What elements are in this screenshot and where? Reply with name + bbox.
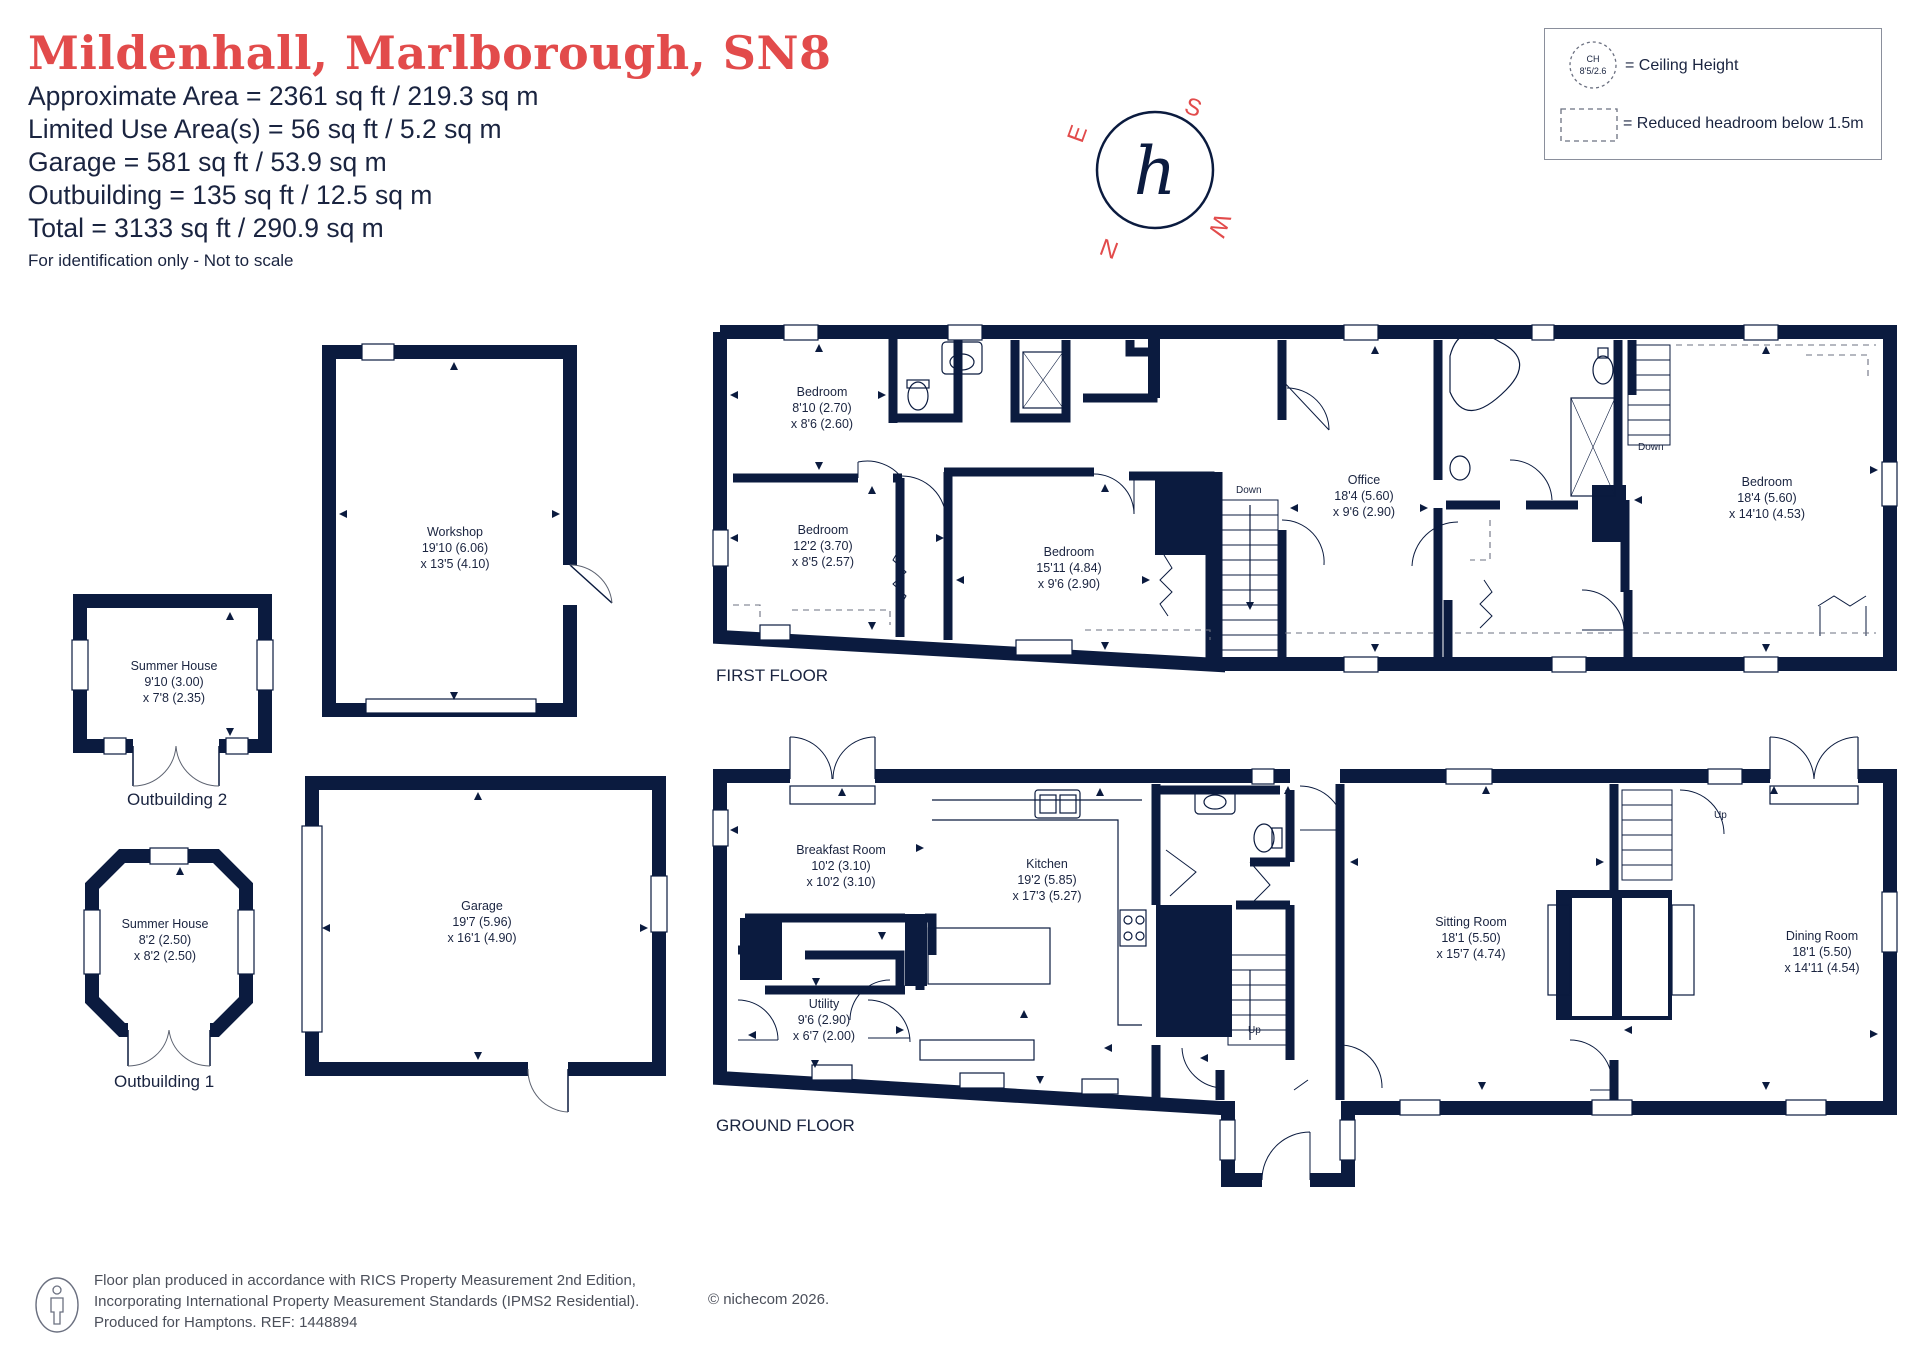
legend-symbols: CH 8'5/2.6 [1560, 41, 1618, 142]
room-dim: x 9'6 (2.90) [1037, 577, 1101, 591]
room-dim: 19'7 (5.96) [452, 915, 512, 929]
ceiling-badge-bottom: 8'5/2.6 [1580, 66, 1607, 76]
room-name: Bedroom [796, 385, 848, 399]
compass-s: S [1181, 92, 1205, 123]
room-name: Sitting Room [1435, 915, 1507, 929]
room-dim: x 8'2 (2.50) [133, 949, 197, 963]
room-office: Office 18'4 (5.60) x 9'6 (2.90) [1333, 472, 1395, 520]
summer-house-1-walls [83, 847, 255, 1067]
copyright: © nichecom 2026. [708, 1291, 830, 1308]
room-bedroom-1: Bedroom 8'10 (2.70) x 8'6 (2.60) [791, 384, 853, 432]
ceiling-height-badge-icon [1569, 41, 1617, 89]
room-utility: Utility 9'6 (2.90) x 6'7 (2.00) [793, 996, 855, 1044]
room-dim: x 8'6 (2.60) [790, 417, 854, 431]
room-dim: x 16'1 (4.90) [447, 931, 517, 945]
room-dim: 15'11 (4.84) [1036, 561, 1102, 575]
room-name: Bedroom [1741, 475, 1793, 489]
room-dim: 8'10 (2.70) [792, 401, 852, 415]
room-dim: x 14'10 (4.53) [1728, 507, 1806, 521]
ground-floor-label: GROUND FLOOR [716, 1116, 855, 1135]
room-bedroom-3: Bedroom 15'11 (4.84) x 9'6 (2.90) [1036, 544, 1101, 592]
room-name: Dining Room [1785, 929, 1859, 943]
room-dim: 10'2 (3.10) [811, 859, 871, 873]
limited-use-area: Limited Use Area(s) = 56 sq ft / 5.2 sq … [28, 114, 502, 144]
stairs-up-label: Up [1714, 810, 1727, 821]
first-floor-walls [176, 324, 1898, 1060]
garage-walls [301, 776, 668, 1113]
room-dining: Dining Room 18'1 (5.50) x 14'11 (4.54) [1784, 928, 1859, 976]
room-name: Utility [808, 997, 840, 1011]
summer-house-2-walls [71, 594, 274, 787]
room-name: Summer House [121, 917, 209, 931]
area-summary: Approximate Area = 2361 sq ft / 219.3 sq… [28, 80, 538, 271]
room-name: Bedroom [1043, 545, 1095, 559]
room-garage: Garage 19'7 (5.96) x 16'1 (4.90) [447, 898, 516, 946]
compass-w: W [1202, 210, 1235, 241]
room-breakfast: Breakfast Room 10'2 (3.10) x 10'2 (3.10) [796, 842, 886, 890]
room-dim: x 10'2 (3.10) [806, 875, 876, 889]
footer-line: Produced for Hamptons. REF: 1448894 [94, 1314, 358, 1331]
compass-n: N [1097, 232, 1123, 263]
person-icon [35, 1277, 79, 1333]
room-dim: 19'10 (6.06) [421, 541, 489, 555]
footer-line: Incorporating International Property Mea… [94, 1293, 640, 1310]
room-name: Bedroom [797, 523, 849, 537]
legend-reduced-headroom: = Reduced headroom below 1.5m [1623, 115, 1864, 132]
scale-note: For identification only - Not to scale [28, 251, 294, 270]
compass-e: E [1062, 122, 1093, 146]
room-workshop: Workshop 19'10 (6.06) x 13'5 (4.10) [420, 524, 489, 572]
room-summer-house-2: Summer House 9'10 (3.00) x 7'8 (2.35) [131, 658, 218, 706]
room-summer-house-1: Summer House 8'2 (2.50) x 8'2 (2.50) [122, 916, 209, 964]
room-dim: 18'4 (5.60) [1737, 491, 1797, 505]
room-dim: 18'1 (5.50) [1441, 931, 1501, 945]
outbuilding-area: Outbuilding = 135 sq ft / 12.5 sq m [28, 180, 433, 210]
room-dim: 9'10 (3.00) [144, 675, 204, 689]
approximate-area: Approximate Area = 2361 sq ft / 219.3 sq… [28, 81, 539, 111]
stairs-down-label: Down [1638, 442, 1664, 453]
room-bedroom-2: Bedroom 12'2 (3.70) x 8'5 (2.57) [792, 522, 854, 570]
outbuilding-2-label: Outbuilding 2 [127, 790, 228, 809]
stairs-up-label: Up [1248, 1025, 1261, 1036]
legend-ceiling-height: = Ceiling Height [1625, 57, 1739, 74]
room-bedroom-4: Bedroom 18'4 (5.60) x 14'10 (4.53) [1729, 474, 1805, 522]
room-dim: 18'1 (5.50) [1792, 945, 1852, 959]
footer-notes: Floor plan produced in accordance with R… [94, 1270, 639, 1333]
outbuilding-1-label: Outbuilding 1 [114, 1072, 215, 1091]
first-floor-label: FIRST FLOOR [716, 666, 829, 685]
compass-logo: h [1134, 133, 1177, 210]
stairs-down-label: Down [1236, 485, 1262, 496]
garage-area: Garage = 581 sq ft / 53.9 sq m [28, 147, 387, 177]
room-dim: 19'2 (5.85) [1017, 873, 1077, 887]
ground-floor-walls [712, 736, 1898, 1187]
room-sitting: Sitting Room 18'1 (5.50) x 15'7 (4.74) [1435, 914, 1507, 962]
room-name: Workshop [426, 525, 484, 539]
compass-icon: h S W N E [1062, 92, 1235, 263]
room-dim: x 15'7 (4.74) [1436, 947, 1506, 961]
room-dim: x 9'6 (2.90) [1332, 505, 1396, 519]
legend-box: CH 8'5/2.6 = Ceiling Height = Reduced he… [1544, 28, 1882, 160]
footer-line: Floor plan produced in accordance with R… [94, 1272, 636, 1289]
room-dim: 9'6 (2.90) [797, 1013, 851, 1027]
room-dim: 18'4 (5.60) [1334, 489, 1394, 503]
room-name: Garage [461, 899, 503, 913]
workshop-walls [322, 343, 613, 717]
ceiling-badge-top: CH [1587, 54, 1600, 64]
room-dim: 8'2 (2.50) [138, 933, 192, 947]
total-area: Total = 3133 sq ft / 290.9 sq m [28, 213, 384, 243]
room-kitchen: Kitchen 19'2 (5.85) x 17'3 (5.27) [1012, 856, 1081, 904]
reduced-headroom-icon [1560, 108, 1618, 142]
room-name: Breakfast Room [796, 843, 886, 857]
room-dim: x 7'8 (2.35) [142, 691, 206, 705]
room-dim: x 13'5 (4.10) [420, 557, 490, 571]
room-name: Office [1347, 473, 1381, 487]
room-dim: 12'2 (3.70) [793, 539, 853, 553]
page-title: Mildenhall, Marlborough, SN8 [28, 26, 832, 80]
room-dim: x 17'3 (5.27) [1012, 889, 1082, 903]
room-dim: x 6'7 (2.00) [792, 1029, 856, 1043]
room-dim: x 8'5 (2.57) [791, 555, 855, 569]
room-name: Summer House [130, 659, 218, 673]
room-dim: x 14'11 (4.54) [1784, 961, 1860, 975]
room-name: Kitchen [1026, 857, 1068, 871]
